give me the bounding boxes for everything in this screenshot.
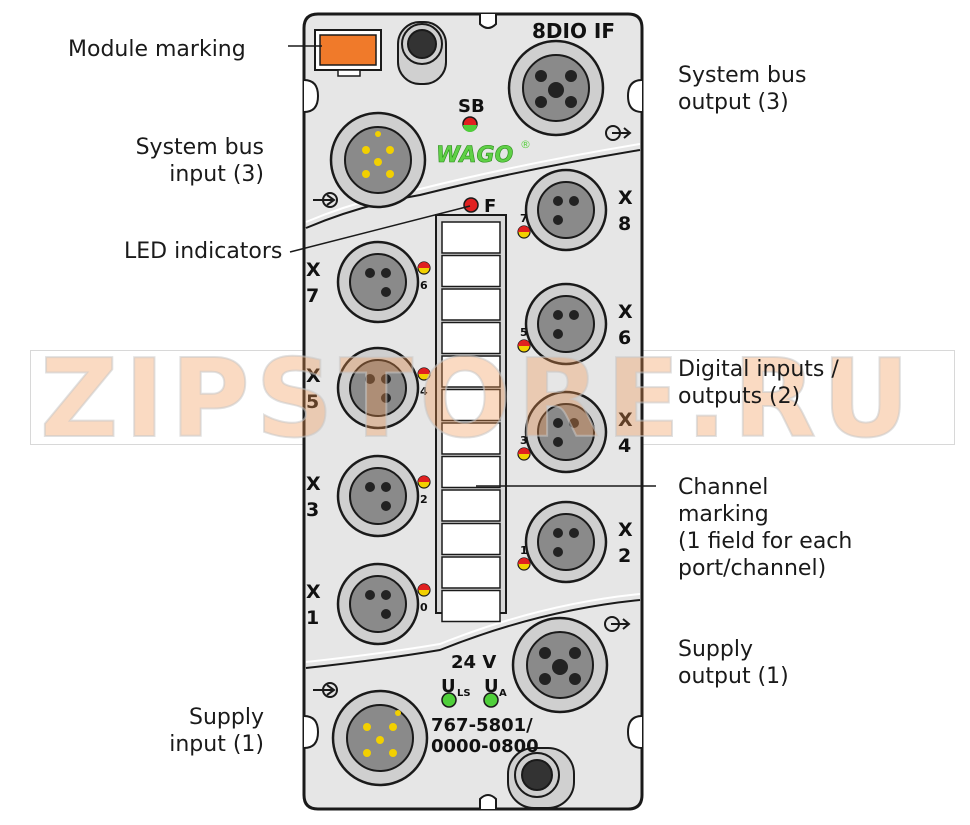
channel-field [441,254,501,288]
callout-module-marking: Module marking [68,37,246,62]
channel-field [441,589,501,623]
callout-digital-io: Digital inputs / outputs (2) [678,357,839,409]
channel-field [441,355,501,388]
callout-system-bus-output: System bus output (3) [678,63,807,115]
uls-label: U [441,676,456,697]
channel-led-number: 4 [420,385,428,398]
channel-led [417,367,431,381]
port-number-label: 6 [618,327,631,349]
channel-field [441,489,501,522]
port-number-label: 3 [306,499,319,521]
channel-marking-strip [435,214,507,623]
leader-lines [288,45,656,487]
fault-label: F [484,196,496,217]
port-number-label: 2 [618,545,631,567]
brand-registered: ® [520,138,531,151]
channel-field [441,522,501,556]
channel-led [517,339,531,353]
module-marking-label [314,29,382,77]
sb-label: SB [458,96,485,117]
io-port-connector: X 6 5 [517,282,633,366]
channel-field [441,455,501,489]
module-name: 8DIO IF [532,19,615,43]
channel-led-number: 2 [420,493,428,506]
channel-field [441,388,501,422]
channel-led-number: 7 [520,212,528,225]
port-x-label: X [306,365,321,387]
callout-system-bus-input: System bus input (3) [135,135,264,187]
channel-led-number: 3 [520,434,528,447]
supply-output-arrow-icon [604,616,631,632]
port-number-label: 5 [306,391,319,413]
callout-channel-marking: Channel marking (1 field for each port/c… [678,475,853,581]
output-arrow-icon [605,125,632,141]
channel-led [417,475,431,489]
port-x-label: X [306,581,321,603]
channel-led [517,557,531,571]
port-number-label: 1 [306,607,319,629]
brand-logo: WAGO [436,143,513,168]
io-port-connector: X 3 2 [306,454,431,538]
fault-led [463,197,479,213]
port-number-label: 8 [618,213,631,235]
system-bus-output-connector [507,39,605,137]
channel-field [441,321,501,355]
callout-led-indicators: LED indicators [124,239,283,264]
io-port-connector: X 5 4 [306,346,431,430]
port-x-label: X [618,187,633,209]
sb-led [462,116,478,132]
supply-output-connector [511,616,609,714]
port-number-label: 4 [618,435,631,457]
io-port-connector: X 1 0 [306,562,431,646]
channel-led-number: 0 [420,601,428,614]
channel-field [441,422,501,455]
io-port-connector: X 4 3 [517,390,633,474]
channel-led [417,583,431,597]
ua-sub-label: A [499,688,507,699]
io-port-connector: X 2 1 [517,500,633,584]
channel-led [517,225,531,239]
port-x-label: X [618,301,633,323]
voltage-label: 24 V [451,652,496,673]
input-arrow-icon [313,192,338,208]
callout-supply-input: Supply input (1) [169,705,264,757]
uls-sub-label: LS [457,688,471,699]
io-port-connector: X 7 6 [306,240,431,324]
channel-field [441,288,501,321]
mounting-screw-bottom [507,747,575,809]
channel-led [417,261,431,275]
ua-led [483,692,499,708]
supply-input-arrow-icon [313,682,338,698]
channel-field [441,221,501,254]
port-x-label: X [618,519,633,541]
port-x-label: X [306,259,321,281]
channel-led-number: 6 [420,279,428,292]
part-number-line1: 767-5801/ [431,715,533,736]
mounting-screw-top [397,21,447,85]
callout-supply-output: Supply output (1) [678,637,789,689]
channel-led-number: 1 [520,544,528,557]
port-number-label: 7 [306,285,319,307]
io-port-connector: X 8 7 [517,168,633,252]
uls-led [441,692,457,708]
channel-led-number: 5 [520,326,528,339]
port-x-label: X [306,473,321,495]
system-bus-input-connector [329,111,427,209]
supply-input-connector [331,689,429,787]
channel-led [517,447,531,461]
channel-field [441,556,501,589]
port-x-label: X [618,409,633,431]
part-number-line2: 0000-0800 [431,736,539,757]
ua-label: U [484,676,499,697]
